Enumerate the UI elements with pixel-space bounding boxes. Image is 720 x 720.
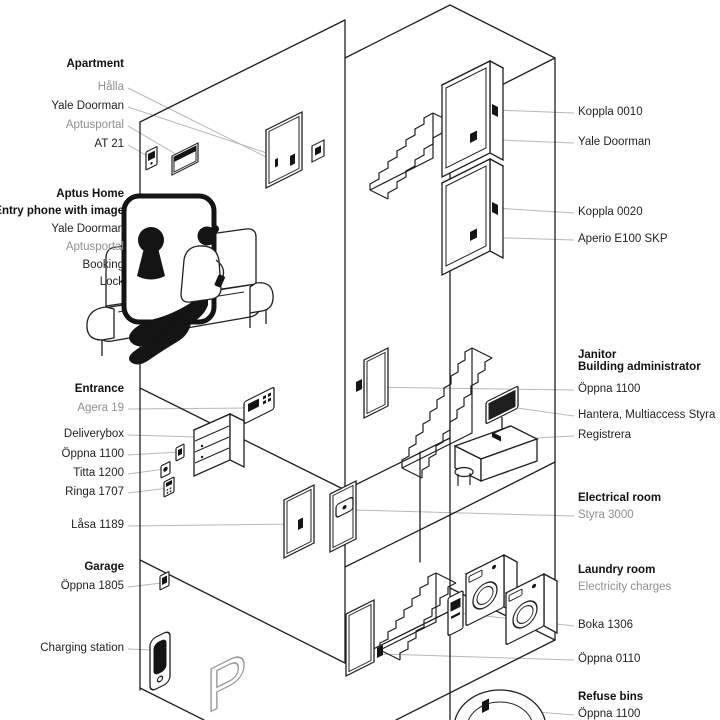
styra-3000-panel	[335, 496, 354, 518]
label-electrical-room: Electrical room	[578, 492, 662, 504]
label-aptusportal-1: Aptusportal	[65, 119, 124, 131]
oppna-1100-janitor-reader	[356, 378, 362, 392]
staircase-middle	[401, 347, 493, 479]
label-janitor: Janitor	[578, 349, 617, 361]
label-registrera: Registrera	[578, 429, 632, 441]
label-entrance: Entrance	[74, 383, 124, 395]
keyhole-icon	[137, 227, 165, 280]
label-hantera-multiaccess-styra: Hantera, Multiaccess Styra	[578, 409, 716, 421]
label-deliverybox: Deliverybox	[63, 428, 124, 440]
label-koppla-0020: Koppla 0020	[578, 206, 643, 218]
label-ringa-1707: Ringa 1707	[65, 486, 124, 498]
label-booking: Booking	[82, 259, 124, 271]
agera-panel	[243, 387, 275, 424]
titta-1200-camera	[160, 461, 171, 479]
staircase-bottom	[379, 572, 457, 661]
label-oppna-1100-janitor: Öppna 1100	[578, 383, 641, 395]
label-boka-1306: Boka 1306	[578, 619, 633, 631]
halla-handle	[275, 157, 278, 168]
label-yale-doorman-3: Yale Doorman	[578, 136, 651, 148]
janitor-door	[363, 347, 389, 419]
leader-lines	[125, 87, 575, 716]
phone-in-hand	[214, 274, 225, 288]
label-building-administrator: Building administrator	[578, 361, 701, 373]
label-refuse-bins: Refuse bins	[578, 691, 644, 703]
aptusportal-tablet	[171, 142, 199, 176]
registrera-card-reader	[492, 432, 501, 442]
label-charging-station: Charging station	[40, 642, 124, 654]
oppna-0110-reader	[377, 644, 383, 658]
yale-doorman-lock-upper	[470, 130, 477, 143]
multiaccess-styra-monitor	[485, 386, 519, 434]
label-aptus-home: Aptus Home	[56, 188, 124, 200]
boka-1306-terminal	[447, 590, 464, 636]
janitor-stool	[454, 466, 474, 486]
label-styra-3000: Styra 3000	[578, 509, 634, 521]
label-oppna-0110: Öppna 0110	[578, 653, 641, 665]
washing-machine-2	[504, 572, 559, 645]
lasa-1189-lock	[298, 517, 303, 530]
closet-door-lower	[440, 157, 505, 277]
apartment-door	[265, 110, 303, 189]
label-electricity-charges: Electricity charges	[578, 581, 672, 593]
oppna-1100-refuse-reader	[482, 698, 489, 713]
label-halla: Hålla	[97, 81, 124, 93]
koppla-0020-reader	[492, 202, 498, 216]
laundry-door	[345, 599, 375, 677]
charging-station	[149, 631, 171, 691]
closet-door-upper	[440, 59, 505, 179]
label-agera-19: Agera 19	[77, 402, 124, 414]
label-lock: Lock	[99, 276, 124, 288]
label-entry-phone-with-image: Entry phone with image	[0, 205, 124, 217]
label-oppna-1100-entrance: Öppna 1100	[61, 448, 124, 460]
label-lasa-1189: Låsa 1189	[71, 519, 124, 531]
garage-parking-marking: P	[205, 636, 248, 720]
oppna-1100-entrance-reader	[175, 443, 185, 462]
svg-text:P: P	[206, 637, 247, 720]
label-koppla-0010: Koppla 0010	[578, 106, 643, 118]
label-aperio-e100-skp: Aperio E100 SKP	[578, 233, 668, 245]
yale-doorman-lock-apartment	[290, 153, 295, 166]
label-oppna-1805: Öppna 1805	[60, 580, 124, 592]
label-aptusportal-2: Aptusportal	[65, 241, 124, 253]
label-garage: Garage	[84, 561, 124, 573]
aperio-lock	[470, 228, 477, 241]
staircase-top	[369, 112, 452, 200]
label-yale-doorman-2: Yale Doorman	[51, 223, 124, 235]
entrance-door	[283, 484, 315, 559]
label-titta-1200: Titta 1200	[73, 467, 124, 479]
label-yale-doorman-1: Yale Doorman	[51, 100, 124, 112]
koppla-0010-reader	[492, 104, 498, 118]
oppna-1805-reader	[159, 571, 170, 591]
label-laundry-room: Laundry room	[578, 564, 656, 576]
label-oppna-1100-refuse: Öppna 1100	[578, 708, 641, 720]
ringa-1707-intercom	[163, 476, 175, 498]
label-apartment: Apartment	[66, 58, 124, 70]
deliverybox	[192, 412, 246, 478]
refuse-bin	[454, 689, 546, 720]
at21-intercom	[145, 146, 158, 171]
label-at-21: AT 21	[94, 138, 124, 150]
apartment-wall-reader	[311, 139, 325, 163]
person-on-couch	[129, 225, 225, 365]
electrical-room-door	[329, 480, 357, 553]
